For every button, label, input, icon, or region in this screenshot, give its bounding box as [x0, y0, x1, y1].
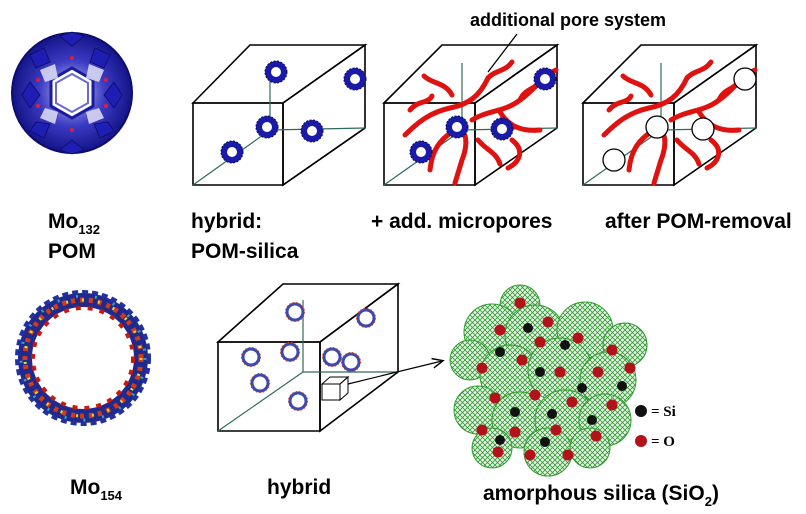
micropore-network-box3: [601, 59, 758, 186]
legend-o-swatch: [635, 435, 647, 447]
label-pom: POM: [48, 240, 96, 263]
oxygen-atoms: [476, 297, 636, 461]
label-mo132: Mo132: [48, 210, 100, 237]
box-micropores: [382, 43, 560, 187]
empty-pores-box3: [602, 67, 757, 172]
pom-spheres-box2: [409, 67, 557, 164]
label-hybrid-line1: hybrid:: [191, 210, 262, 233]
legend-o-label: = O: [651, 434, 675, 450]
zoom-cube-icon: [320, 375, 350, 402]
legend: = Si = O: [635, 404, 676, 450]
label-micropores: + add. micropores: [371, 210, 552, 233]
label-hybrid-bottom: hybrid: [267, 476, 331, 499]
silicon-atoms: [495, 323, 627, 447]
label-hybrid-line2: POM-silica: [191, 240, 299, 263]
label-amorphous-silica: amorphous silica (SiO2): [483, 482, 719, 509]
callout-additional-pore-system: additional pore system: [470, 10, 666, 30]
micropore-network-box2: [402, 59, 559, 186]
legend-si-swatch: [635, 405, 647, 417]
legend-si-label: = Si: [651, 404, 676, 420]
callout-pointer: [487, 33, 518, 73]
label-after-removal: after POM-removal: [605, 210, 792, 233]
silica-cluster: [449, 284, 648, 477]
mo132-keplerate-icon: [11, 31, 133, 155]
label-mo154: Mo154: [70, 476, 123, 503]
pom-rings-box4: [241, 302, 376, 411]
arrow-icon: [347, 361, 442, 385]
mo154-wheel-icon: [15, 290, 151, 426]
pom-spheres-box1: [220, 60, 367, 164]
